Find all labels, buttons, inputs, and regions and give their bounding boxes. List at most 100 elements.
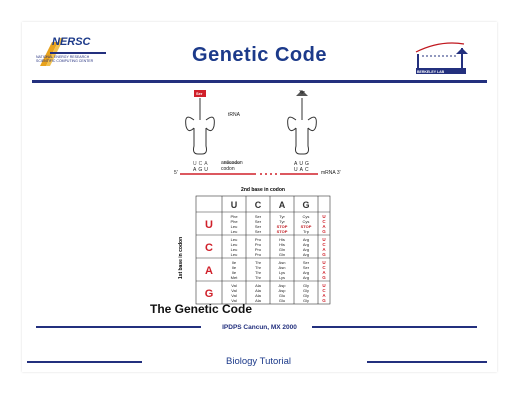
genetic-code-heading: The Genetic Code <box>150 302 253 316</box>
first-base-U: U <box>205 219 213 231</box>
amino-acid: Lys <box>279 275 285 280</box>
amino-acid: Glu <box>279 293 285 298</box>
amino-acid: Leu <box>231 247 238 252</box>
amino-acid: STOP <box>277 229 288 234</box>
amino-acid: STOP <box>301 224 312 229</box>
amino-acid: Phe <box>230 214 238 219</box>
amino-acid: Cys <box>303 219 310 224</box>
trna-diagram <box>168 90 340 180</box>
amino-acid: Pro <box>255 242 262 247</box>
footer-text: IPDPS Cancun, MX 2000 <box>222 324 297 331</box>
nersc-logo-graphic <box>40 38 106 66</box>
amino-acid: Lys <box>279 270 285 275</box>
ser-amino-acid <box>194 90 206 97</box>
page-title: Genetic Code <box>192 44 327 66</box>
amino-acid: Pro <box>255 252 262 257</box>
left-codon: AGU <box>193 167 210 173</box>
caption: Biology Tutorial <box>226 356 291 367</box>
amino-acid: Thr <box>255 275 262 280</box>
third-base: U <box>322 237 325 242</box>
amino-acid: Ala <box>255 298 262 303</box>
third-base: C <box>322 242 326 247</box>
nersc-name: NERSC <box>52 36 91 48</box>
caption-rule-right <box>367 361 487 363</box>
nersc-logo <box>36 36 116 80</box>
amino-acid: Asp <box>279 288 287 293</box>
amino-acid: Gly <box>303 293 309 298</box>
amino-acid: His <box>279 237 285 242</box>
amino-acid: Ser <box>303 265 310 270</box>
amino-acid: Ile <box>232 270 237 275</box>
amino-acid: Arg <box>303 237 309 242</box>
third-base: A <box>322 224 326 229</box>
amino-acid: Thr <box>255 270 262 275</box>
slide: NERSC NATIONAL ENERGY RESEARCH SCIENTIFI… <box>22 22 497 372</box>
amino-acid: Gly <box>303 283 309 288</box>
trna-label: tRNA <box>228 112 240 118</box>
amino-acid: Pro <box>255 247 262 252</box>
footer-rule-left <box>36 326 201 328</box>
right-anticodon: AUG <box>294 161 311 167</box>
second-base-A: A <box>279 200 286 210</box>
third-base: U <box>322 260 325 265</box>
amino-acid: Val <box>231 298 237 303</box>
amino-acid: Arg <box>303 275 309 280</box>
amino-acid: Asp <box>279 283 287 288</box>
caption-rule-left <box>27 361 142 363</box>
amino-acid: Trp <box>303 229 310 234</box>
amino-acid: Leu <box>231 229 238 234</box>
amino-acid: Ala <box>255 293 262 298</box>
amino-acid: Asn <box>279 265 286 270</box>
table-header: 2nd base in codon <box>241 187 285 193</box>
amino-acid: Ala <box>255 288 262 293</box>
amino-acid: Glu <box>279 298 285 303</box>
amino-acid: Val <box>231 283 237 288</box>
amino-acid: Ile <box>232 265 237 270</box>
amino-acid: Val <box>231 288 237 293</box>
right-codon: UAC <box>294 167 311 173</box>
amino-acid: Arg <box>303 242 309 247</box>
third-base: C <box>322 288 326 293</box>
amino-acid: Leu <box>231 237 238 242</box>
amino-acid: Cys <box>303 214 310 219</box>
third-base: G <box>322 229 326 234</box>
left-anticodon: UCA <box>193 161 210 167</box>
amino-acid: Met <box>231 275 239 280</box>
amino-acid: Val <box>231 293 237 298</box>
amino-acid: Ser <box>303 260 310 265</box>
third-base: A <box>322 293 326 298</box>
amino-acid: Phe <box>230 219 238 224</box>
anticodon-label: anticodon <box>221 160 243 166</box>
amino-acid: Leu <box>231 252 238 257</box>
amino-acid: Gly <box>303 288 309 293</box>
first-base-C: C <box>205 242 213 254</box>
amino-acid: Tyr <box>279 214 285 219</box>
amino-acid: His <box>279 242 285 247</box>
amino-acid: Arg <box>303 252 309 257</box>
second-base-U: U <box>231 200 238 210</box>
third-base: C <box>322 265 326 270</box>
third-base: C <box>322 219 326 224</box>
amino-acid: Gln <box>279 252 285 257</box>
third-base: U <box>322 283 325 288</box>
third-base: A <box>322 247 326 252</box>
mrna-label: mRNA 3' <box>321 170 341 176</box>
amino-acid: Arg <box>303 270 309 275</box>
first-base-A: A <box>205 265 213 277</box>
third-base: A <box>322 270 326 275</box>
ser-label: Ser <box>196 91 203 96</box>
amino-acid: Pro <box>255 237 262 242</box>
codon-label: codon <box>221 166 235 172</box>
amino-acid: Ala <box>255 283 262 288</box>
top-rule <box>32 80 487 83</box>
third-base: G <box>322 252 326 257</box>
amino-acid: Thr <box>255 260 262 265</box>
third-base: U <box>322 214 325 219</box>
third-base: G <box>322 298 326 303</box>
amino-acid: Leu <box>231 242 238 247</box>
table-frame <box>195 195 331 305</box>
amino-acid: Ser <box>255 224 262 229</box>
second-base-G: G <box>302 200 309 210</box>
left-axis-label: 1st base in codon <box>178 237 184 279</box>
